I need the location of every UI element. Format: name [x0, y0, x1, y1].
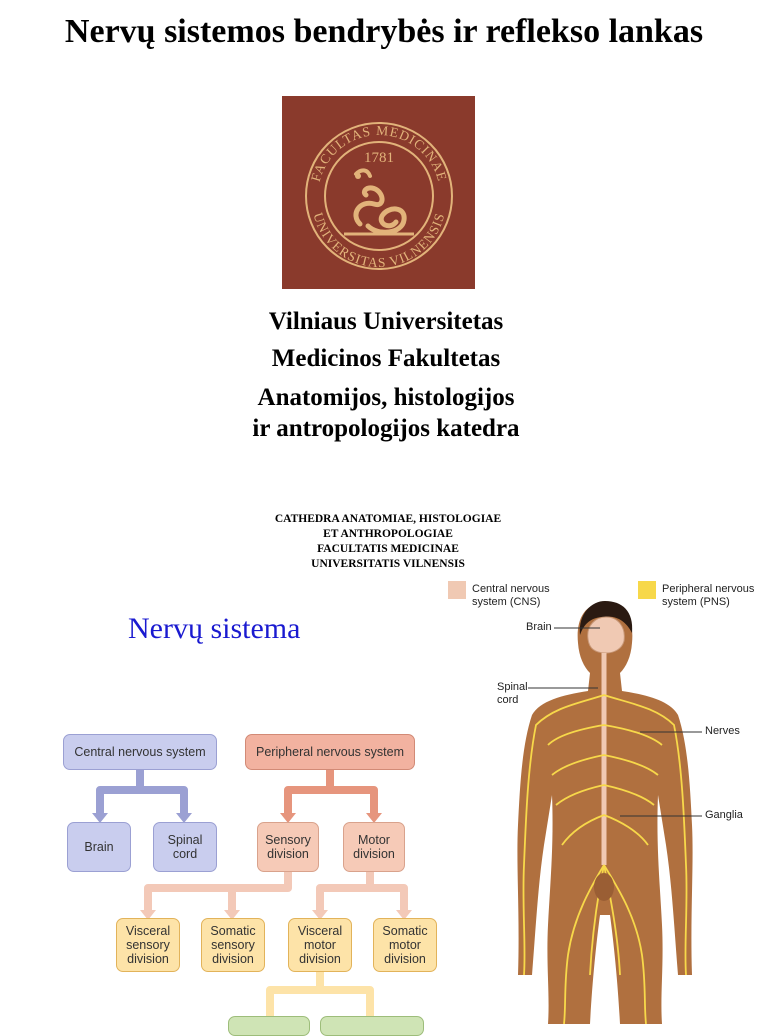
visceral-motor-box: Visceral motor division	[288, 918, 352, 972]
page-title: Nervų sistemos bendrybės ir reflekso lan…	[64, 13, 704, 50]
section-title: Nervų sistema	[128, 612, 301, 645]
sensory-division-box: Sensory division	[257, 822, 319, 872]
sympathetic-box-partial	[228, 1016, 310, 1036]
somatic-motor-box: Somatic motor division	[373, 918, 437, 972]
university-seal-icon: FACULTAS MEDICINAE UNIVERSITAS VILNENSIS…	[305, 122, 453, 270]
motor-division-box: Motor division	[343, 822, 405, 872]
university-logo: FACULTAS MEDICINAE UNIVERSITAS VILNENSIS…	[282, 96, 475, 289]
nerves-label: Nerves	[705, 725, 740, 737]
legend-cns-label: Central nervous system (CNS)	[472, 583, 550, 608]
latin-line-3: FACULTATIS MEDICINAE	[317, 543, 459, 555]
latin-line-2: ET ANTHROPOLOGIAE	[323, 528, 453, 540]
faculty-name: Medicinos Fakultetas	[271, 345, 501, 372]
ganglia-label: Ganglia	[705, 809, 743, 821]
pns-box: Peripheral nervous system	[245, 734, 415, 770]
department-line-1: Anatomijos, histologijos	[257, 384, 515, 411]
svg-text:1781: 1781	[364, 150, 394, 166]
latin-line-4: UNIVERSITATIS VILNENSIS	[311, 558, 465, 570]
university-name: Vilniaus Universitetas	[268, 308, 504, 335]
cns-box: Central nervous system	[63, 734, 217, 770]
figure-callout-lines	[528, 627, 702, 817]
human-nervous-system-illustration	[517, 601, 693, 1024]
somatic-sensory-box: Somatic sensory division	[201, 918, 265, 972]
brain-box: Brain	[67, 822, 131, 872]
parasympathetic-box-partial	[320, 1016, 424, 1036]
spinal-cord-box: Spinal cord	[153, 822, 217, 872]
brain-label: Brain	[526, 621, 552, 633]
legend-pns-swatch	[638, 581, 656, 599]
department-line-2: ir antropologijos katedra	[252, 415, 520, 442]
spinal-cord-label: Spinal cord	[497, 681, 528, 706]
flowchart-connectors	[92, 770, 412, 1018]
legend-pns-label: Peripheral nervous system (PNS)	[662, 583, 755, 608]
legend-cns-swatch	[448, 581, 466, 599]
visceral-sensory-box: Visceral sensory division	[116, 918, 180, 972]
latin-line-1: CATHEDRA ANATOMIAE, HISTOLOGIAE	[274, 513, 502, 525]
